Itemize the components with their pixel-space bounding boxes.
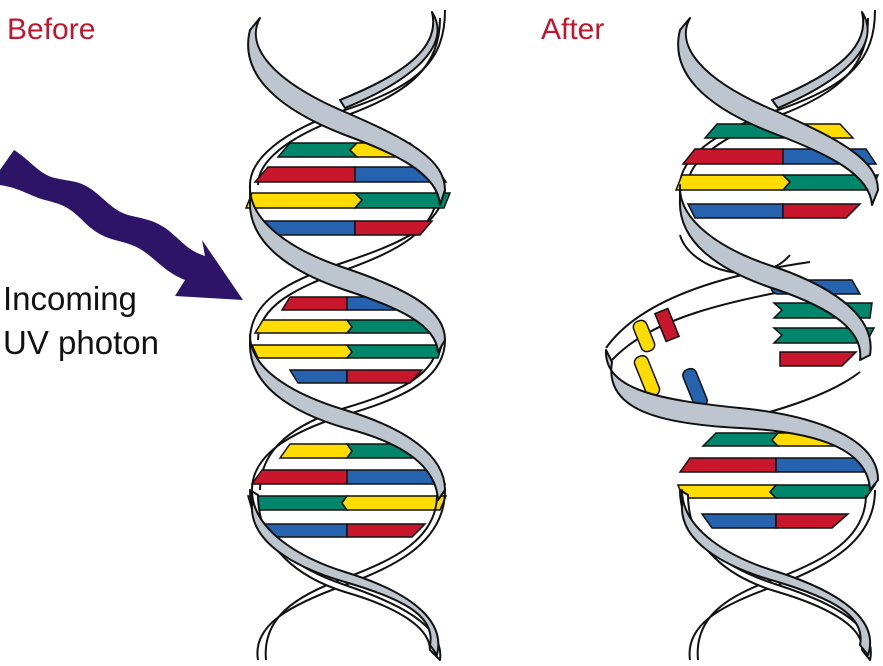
damaged-bases-left [632, 307, 708, 409]
uv-label-line2: UV photon [3, 324, 159, 361]
after-label: After [541, 13, 605, 46]
base-pairs-after-bottom [676, 432, 877, 529]
backbone-ribbon [247, 17, 446, 206]
base-pairs-before-3 [247, 443, 448, 538]
uv-photon-label: Incoming UV photon [3, 277, 159, 365]
before-label: Before [7, 13, 96, 46]
uv-photon-arrow-icon [0, 150, 243, 300]
uv-label-line1: Incoming [3, 280, 137, 317]
base-pairs-before-2 [250, 296, 444, 384]
dna-helix-after [604, 9, 880, 661]
base-pairs-after-top [674, 123, 880, 219]
dna-helix-before [244, 9, 452, 661]
